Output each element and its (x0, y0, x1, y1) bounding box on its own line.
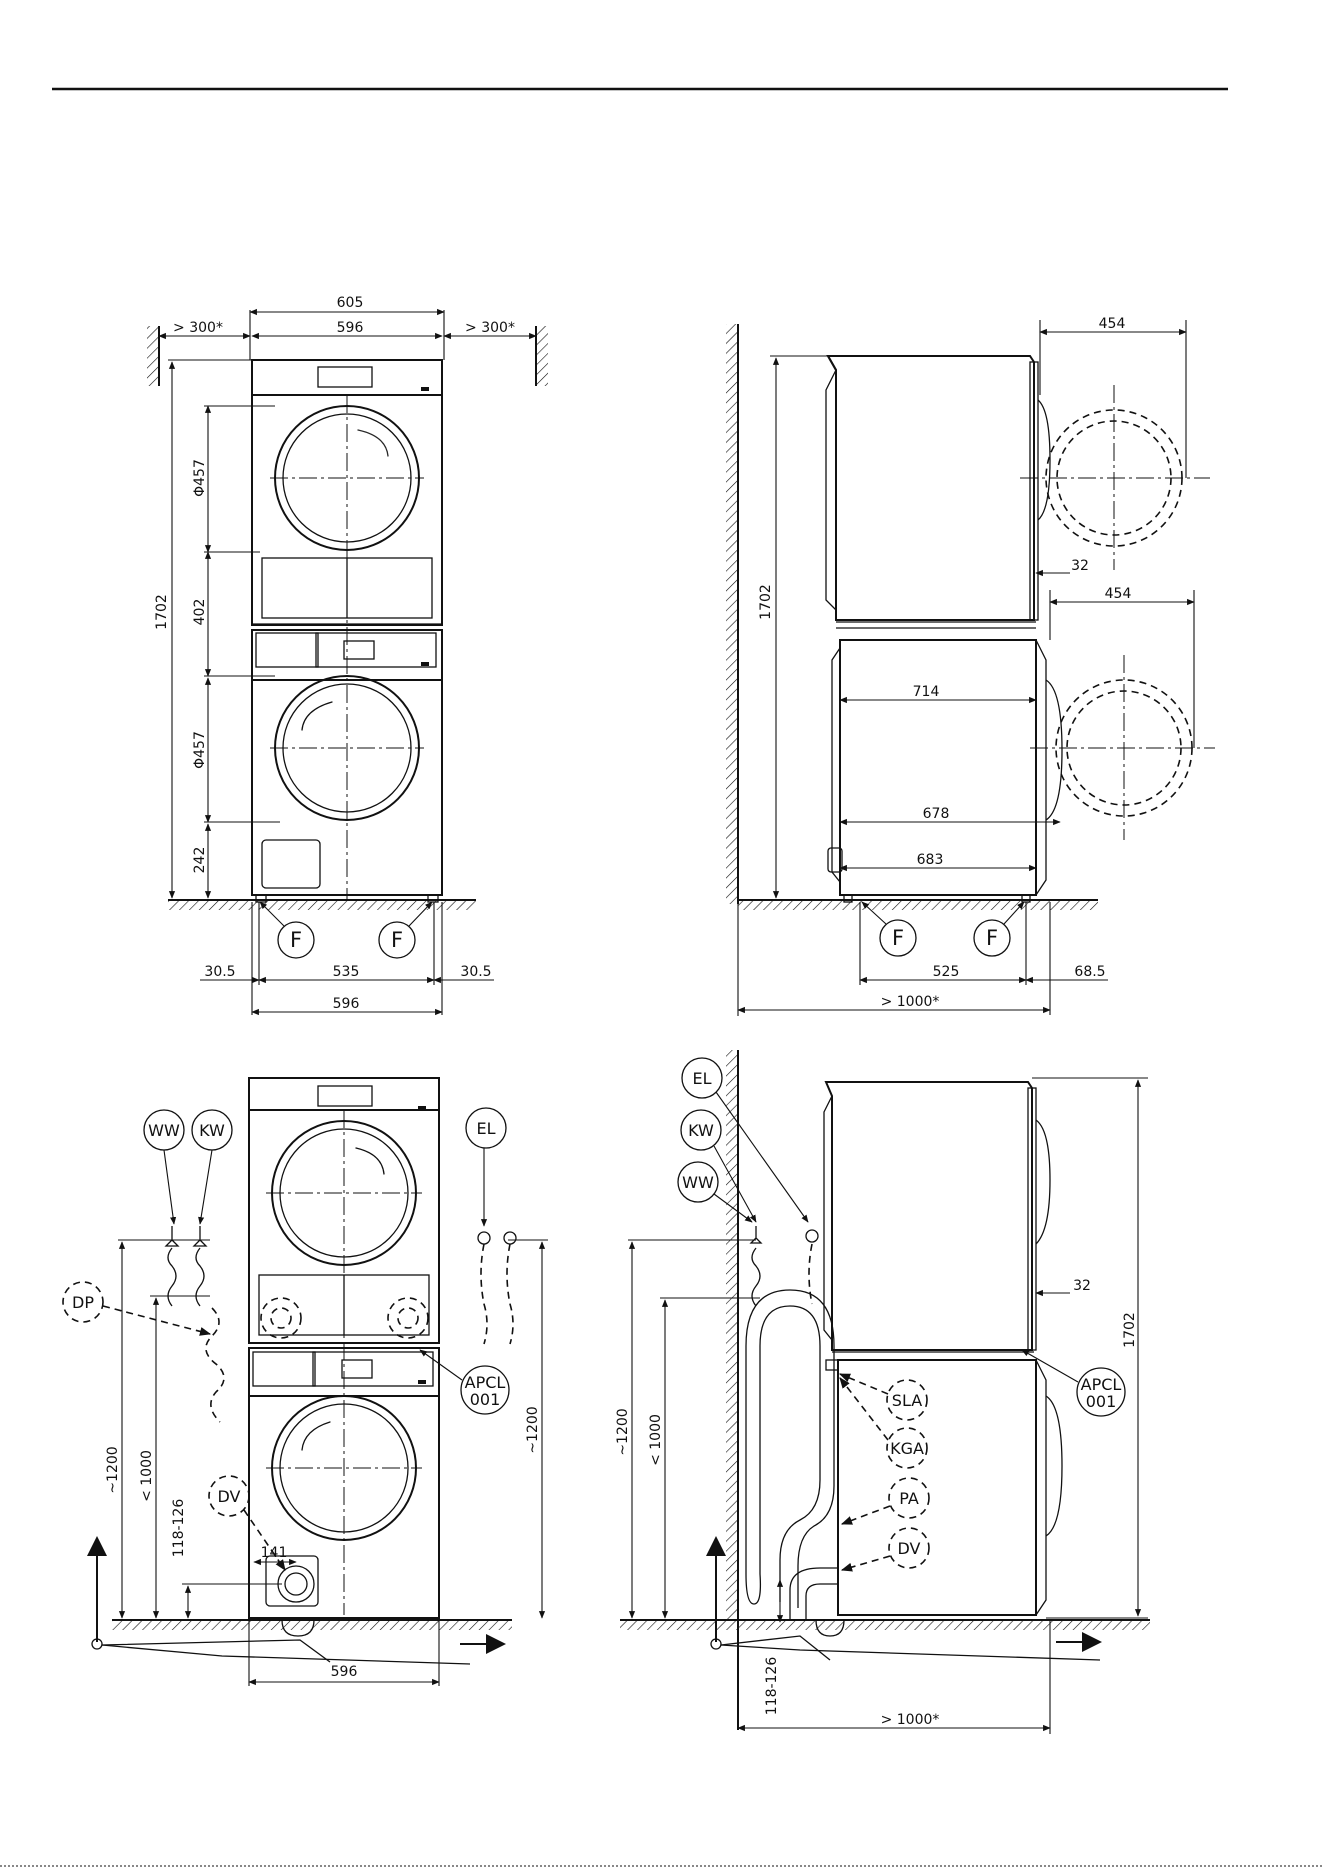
dim-foot-spacing: 535 (333, 964, 360, 980)
label-el: EL (476, 1119, 495, 1138)
side-label-el: EL (692, 1069, 711, 1088)
dim-clearance-left: > 300* (173, 320, 223, 336)
side-label-dv: DV (898, 1539, 921, 1558)
connections-side-view: EL KW WW APCL 001 SLA KGA PA DV ~1200 (615, 1050, 1150, 1734)
side-label-sla: SLA (892, 1391, 922, 1410)
side-conn-dim-height-total: 1702 (1122, 1312, 1138, 1348)
side-label-pa: PA (899, 1489, 919, 1508)
wall-left (147, 326, 159, 386)
connections-front-view: 596 WW KW DP EL APCL 001 DV (63, 1078, 548, 1686)
conn-dim-1000: < 1000 (139, 1450, 155, 1502)
side-dim-depth-678: 678 (923, 806, 950, 822)
side-dim-height-total: 1702 (758, 584, 774, 620)
wall-right (536, 326, 548, 386)
foot-label-left: F (290, 928, 302, 952)
side-label-kw: KW (688, 1121, 714, 1140)
dim-clearance-right: > 300* (465, 320, 515, 336)
side-dim-door-offset: 32 (1071, 558, 1089, 574)
side-dim-depth-714: 714 (913, 684, 940, 700)
label-apcl-line2: 001 (470, 1390, 501, 1409)
conn-dim-1200-left: ~1200 (105, 1446, 121, 1493)
side-dim-118-126: 118-126 (764, 1657, 780, 1716)
dim-offset-left: 30.5 (204, 964, 235, 980)
dim-width: 596 (337, 320, 364, 336)
side-label-ww: WW (682, 1173, 714, 1192)
foot-label-right: F (391, 928, 403, 952)
dim-width-bottom: 596 (333, 996, 360, 1012)
label-dv: DV (218, 1487, 241, 1506)
dim-width-top: 605 (337, 295, 364, 311)
dim-door-upper: Φ457 (192, 459, 208, 497)
side-foot-label-left: F (892, 926, 904, 950)
dim-offset-right: 30.5 (460, 964, 491, 980)
label-dp: DP (72, 1293, 94, 1312)
side-dim-1200: ~1200 (615, 1408, 631, 1455)
conn-dim-width: 596 (331, 1664, 358, 1680)
dim-base-height: 242 (192, 847, 208, 874)
side-dim-door-offset: 32 (1073, 1278, 1091, 1294)
side-conn-dim-wall-clearance: > 1000* (881, 1712, 940, 1728)
side-dim-door-swing-upper: 454 (1099, 316, 1126, 332)
front-view: 605 596 > 300* > 300* 1702 Φ457 402 Φ457… (147, 295, 548, 1015)
side-dim-depth-683: 683 (917, 852, 944, 868)
dim-door-lower: Φ457 (192, 731, 208, 769)
side-dim-foot-spacing: 525 (933, 964, 960, 980)
conn-dim-dv-offset: 141 (261, 1545, 288, 1561)
conn-dim-1200-right: ~1200 (525, 1406, 541, 1453)
side-label-apcl-line2: 001 (1086, 1392, 1117, 1411)
side-label-kga: KGA (890, 1439, 924, 1458)
side-view: 1702 454 454 32 714 678 683 F F 525 68.5 (726, 316, 1215, 1016)
dim-height-total: 1702 (154, 594, 170, 630)
side-dim-rear-offset: 68.5 (1074, 964, 1105, 980)
conn-dim-118-126: 118-126 (171, 1499, 187, 1558)
side-dim-door-swing-lower: 454 (1105, 586, 1132, 602)
side-dim-wall-clearance: > 1000* (881, 994, 940, 1010)
label-kw: KW (199, 1121, 225, 1140)
dim-mid-height: 402 (192, 599, 208, 626)
side-dim-1000: < 1000 (648, 1414, 664, 1466)
side-foot-label-right: F (986, 926, 998, 950)
label-ww: WW (148, 1121, 180, 1140)
